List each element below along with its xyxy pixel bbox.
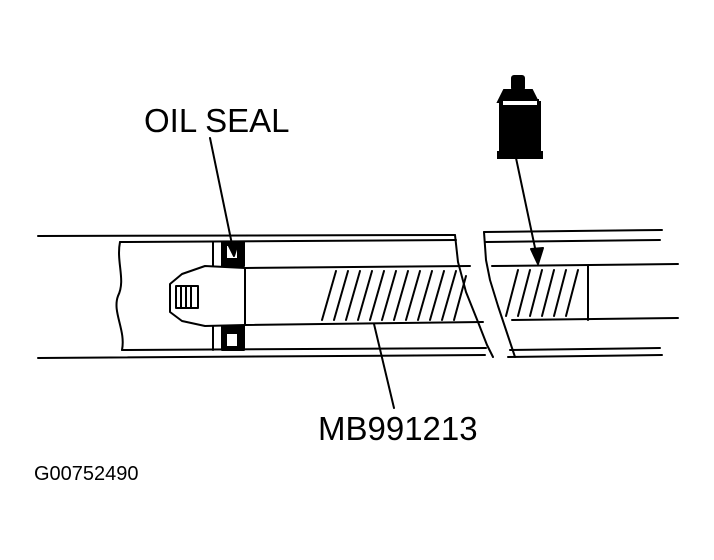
tool-threads-left [321, 270, 467, 321]
figure-id: G00752490 [34, 463, 139, 485]
tool-number-label: MB991213 [318, 410, 478, 447]
housing-left [37, 234, 494, 359]
tool-nose [169, 265, 246, 327]
oil-seal-label: OIL SEAL [144, 102, 290, 139]
shaft-right [491, 263, 679, 321]
oil-seal [212, 241, 245, 351]
housing-right [483, 229, 663, 358]
oil-seal-leader [209, 137, 239, 257]
tool-threads-right [505, 269, 579, 317]
oil-can-icon [496, 75, 543, 159]
tool-leader [373, 323, 395, 409]
oil-can-leader [515, 157, 544, 265]
shaft-left [244, 265, 484, 326]
